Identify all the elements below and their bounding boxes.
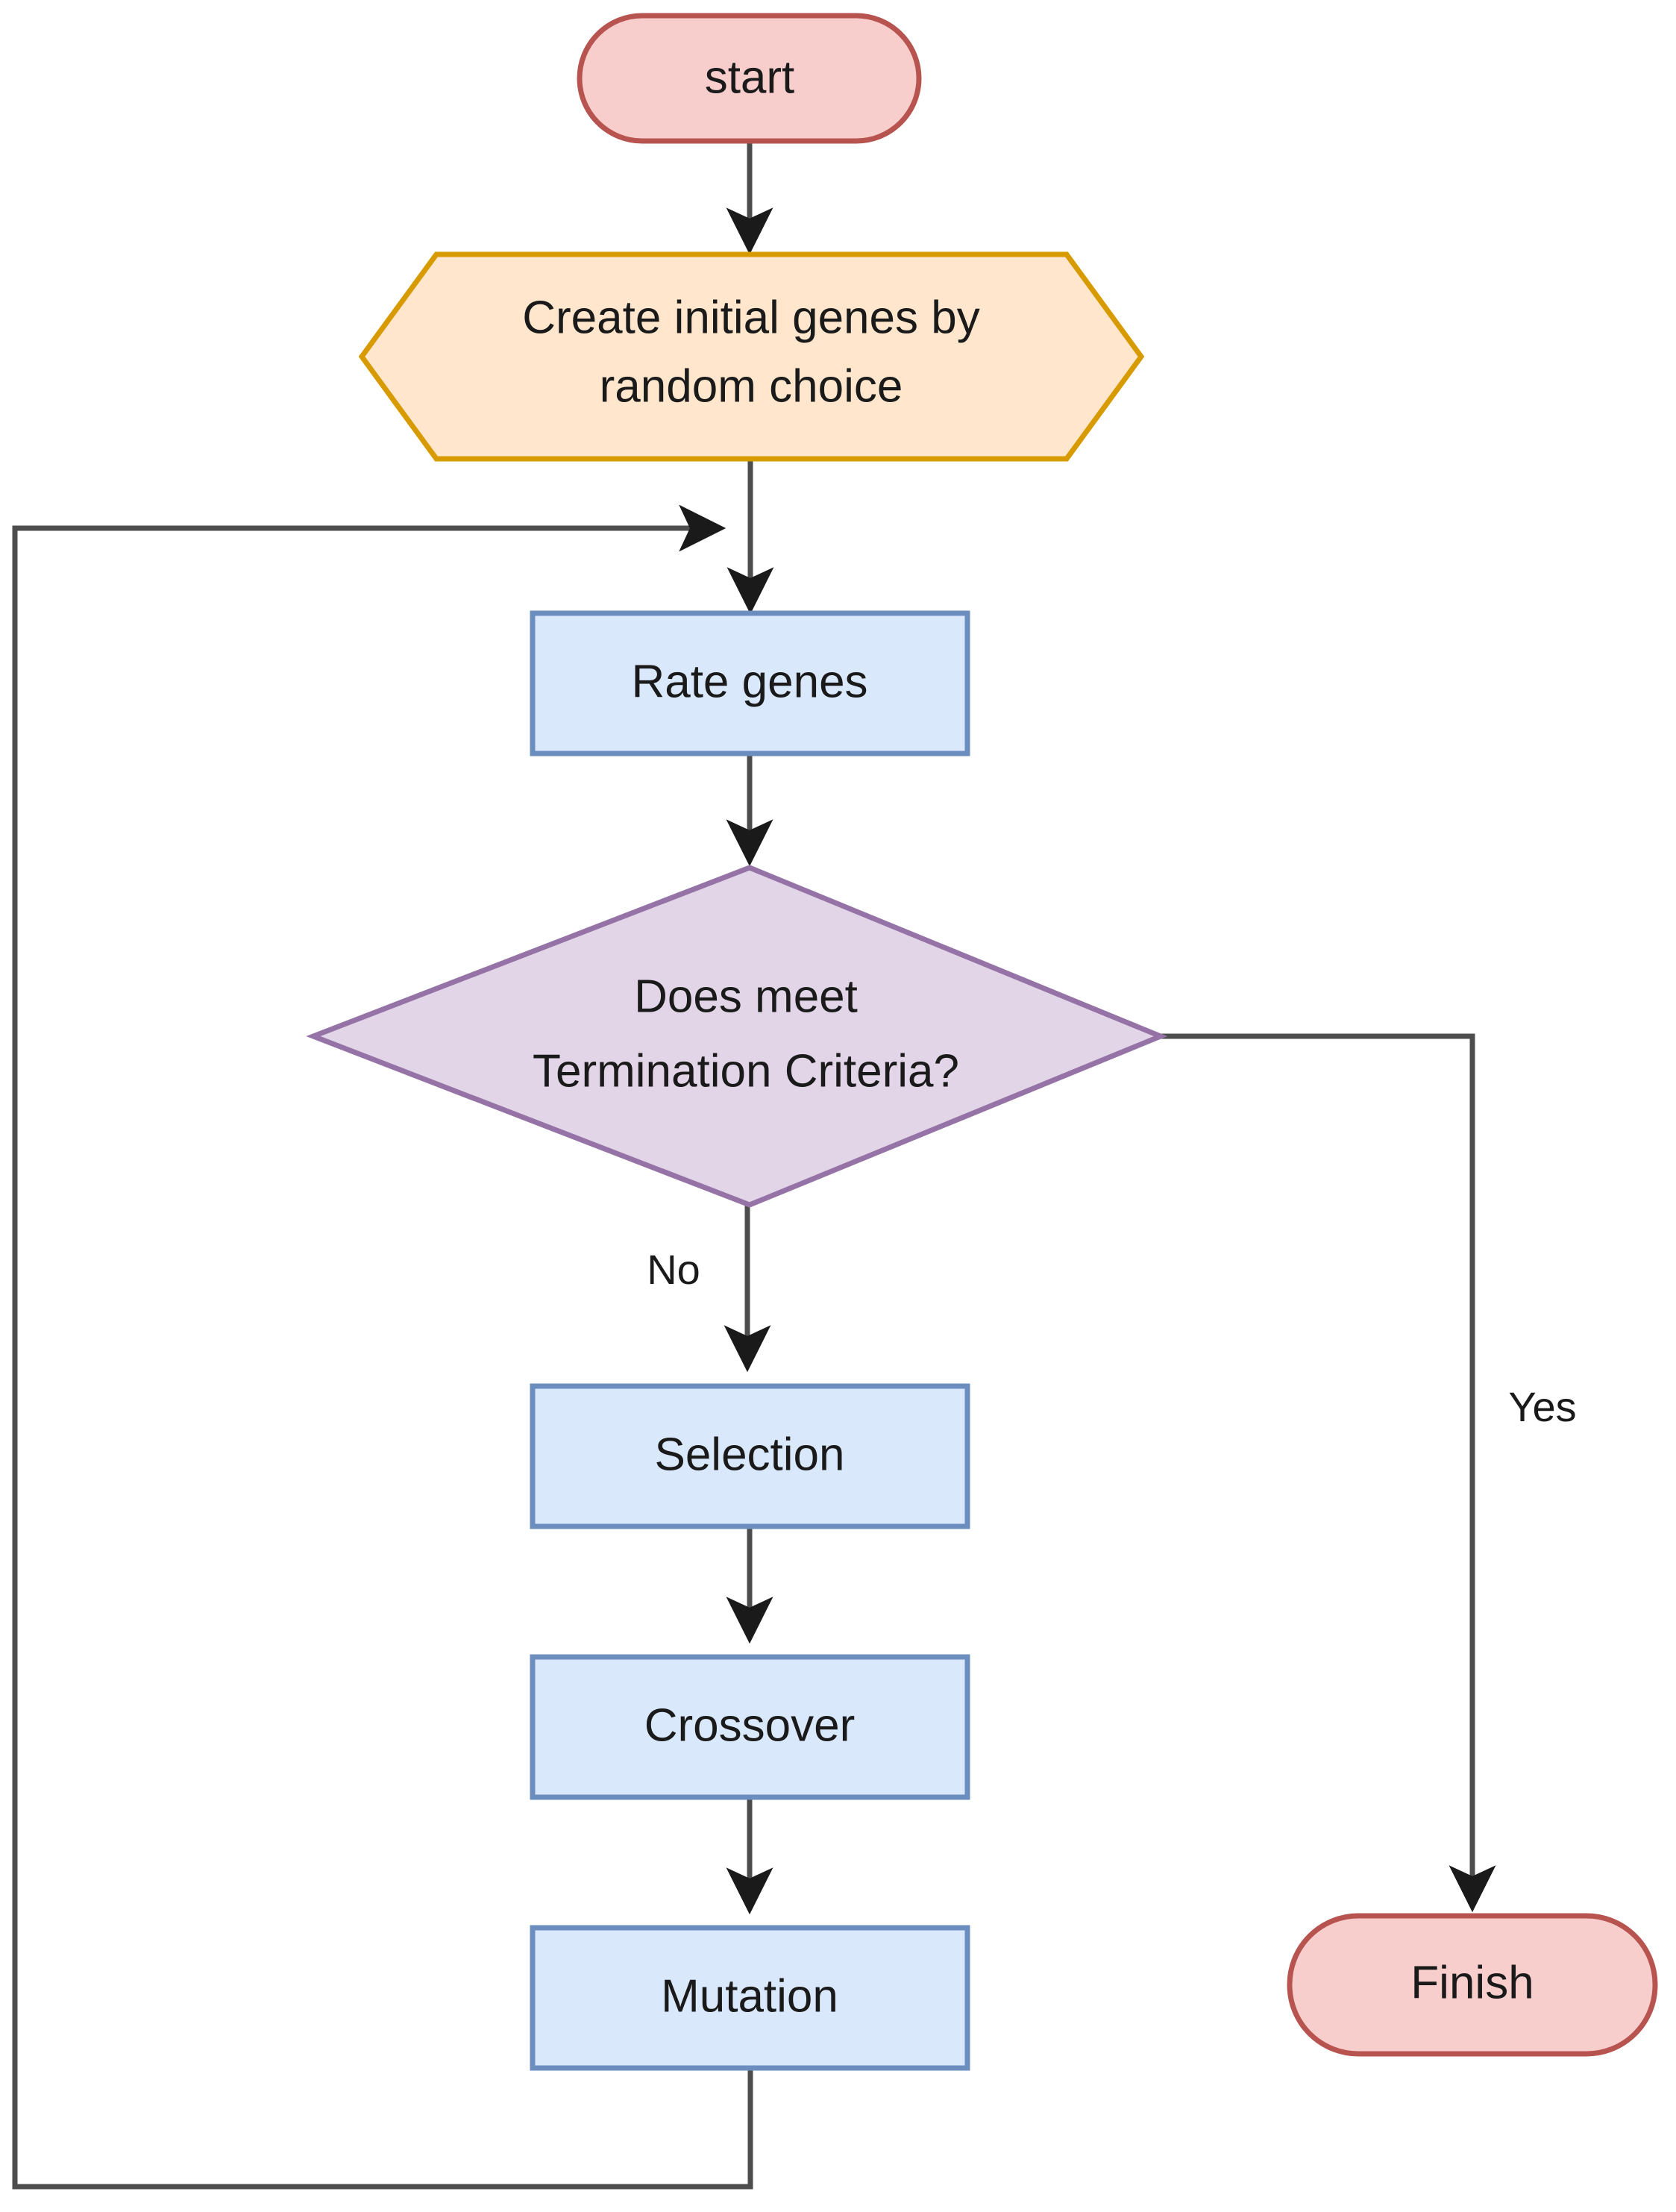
- mutation-process-shape: [530, 1925, 970, 2071]
- edge-mutation-loop-back: [12, 504, 753, 2190]
- node-finish[interactable]: Finish: [1287, 1913, 1658, 2057]
- node-termination-decision[interactable]: Does meet Termination Criteria?: [306, 865, 1168, 1208]
- termination-decision-diamond-shape: [306, 865, 1168, 1208]
- node-start[interactable]: start: [577, 13, 922, 144]
- termination-decision-label-line1: Does meet: [634, 971, 858, 1022]
- crossover-process-shape: [530, 1654, 970, 1800]
- start-terminator-shape: [577, 13, 922, 144]
- create-initial-genes-label-line1: Create initial genes by: [522, 292, 979, 343]
- finish-label: Finish: [1410, 1957, 1534, 2008]
- selection-label: Selection: [654, 1429, 844, 1480]
- start-label: start: [705, 51, 795, 103]
- finish-terminator-shape: [1287, 1913, 1658, 2057]
- create-initial-genes-hexagon-shape: [358, 251, 1145, 462]
- selection-process-shape: [530, 1383, 970, 1529]
- create-initial-genes-label-line2: random choice: [600, 360, 903, 412]
- node-selection[interactable]: Selection: [530, 1383, 970, 1529]
- mutation-label: Mutation: [661, 1970, 838, 2022]
- node-create-initial-genes[interactable]: Create initial genes by random choice: [358, 251, 1145, 462]
- node-mutation[interactable]: Mutation: [530, 1925, 970, 2071]
- termination-decision-label-line2: Termination Criteria?: [533, 1045, 959, 1097]
- edge-label-no: No: [647, 1246, 700, 1293]
- crossover-label: Crossover: [644, 1699, 856, 1751]
- rate-genes-process-shape: [530, 610, 970, 756]
- edge-decision-to-finish: [1161, 1033, 1496, 1913]
- node-crossover[interactable]: Crossover: [530, 1654, 970, 1800]
- edge-label-yes: Yes: [1508, 1383, 1576, 1430]
- node-rate-genes[interactable]: Rate genes: [530, 610, 970, 756]
- rate-genes-label: Rate genes: [631, 656, 867, 707]
